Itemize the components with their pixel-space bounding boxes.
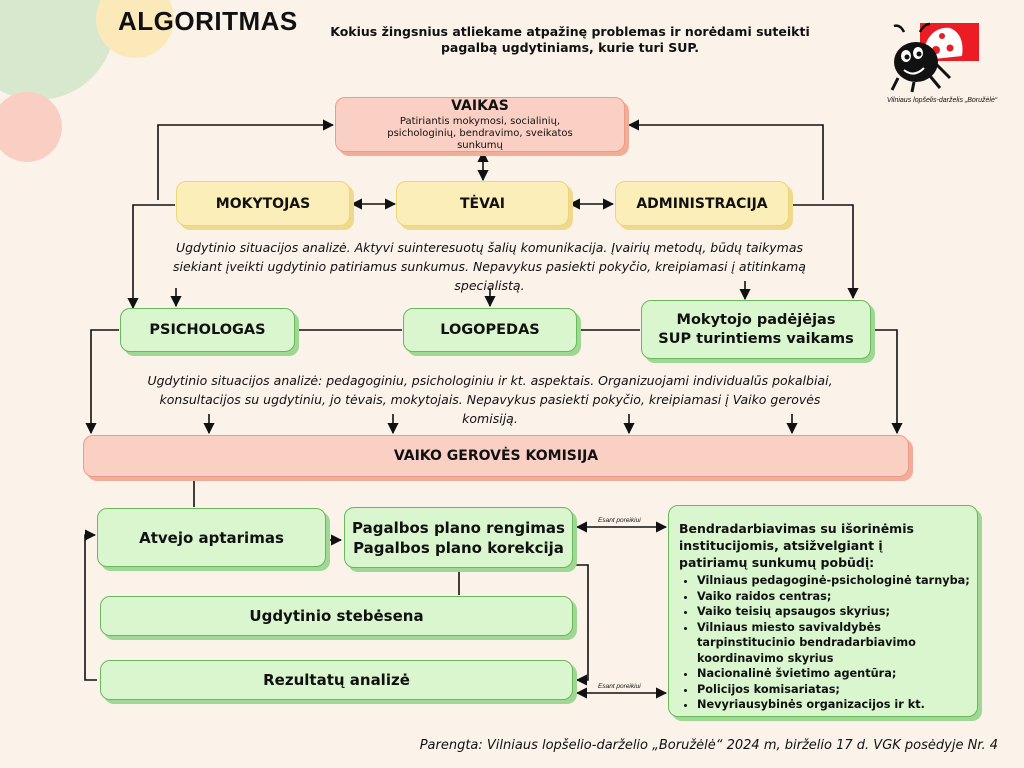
cooperation-lead: Bendradarbiavimas su išorinėmis instituc… bbox=[679, 521, 914, 570]
note-top: Esant poreikiui bbox=[598, 517, 641, 524]
node-vaikas-title: VAIKAS bbox=[451, 97, 509, 114]
node-komisija-title: VAIKO GEROVĖS KOMISIJA bbox=[393, 448, 599, 464]
cooperation-list: Vilniaus pedagoginė-psichologinė tarnyba… bbox=[679, 573, 971, 713]
node-mokytojas: MOKYTOJAS bbox=[176, 181, 350, 226]
note-bottom: Esant poreikiui bbox=[598, 683, 641, 690]
node-logopedas: LOGOPEDAS bbox=[403, 308, 577, 352]
footer-note: Parengta: Vilniaus lopšelio-darželio „Bo… bbox=[419, 738, 998, 753]
paragraph-first: Ugdytinio situacijos analizė. Aktyvi sui… bbox=[173, 240, 806, 293]
node-komisija: VAIKO GEROVĖS KOMISIJA bbox=[83, 435, 909, 477]
cooperation-item: Nevyriausybinės organizacijos ir kt. bbox=[697, 697, 971, 713]
node-psichologas: PSICHOLOGAS bbox=[120, 308, 295, 352]
node-vaikas: VAIKAS Patiriantis mokymosi, socialinių,… bbox=[335, 97, 625, 152]
node-plano: Pagalbos plano rengimas Pagalbos plano k… bbox=[344, 507, 573, 568]
cooperation-item: Vilniaus miesto savivaldybės tarpinstitu… bbox=[697, 620, 971, 667]
node-vaikas-subtitle: Patiriantis mokymosi, socialinių, psicho… bbox=[387, 115, 573, 151]
page-title: ALGORITMAS bbox=[118, 6, 298, 36]
cooperation-item: Nacionalinė švietimo agentūra; bbox=[697, 666, 971, 682]
page-subtitle: Kokius žingsnius atliekame atpažinę prob… bbox=[330, 24, 810, 55]
paragraph-second: Ugdytinio situacijos analizė: pedagogini… bbox=[147, 373, 833, 426]
cooperation-item: Vaiko raidos centras; bbox=[697, 589, 971, 605]
logo-caption: Vilniaus lopšelis-darželis „Boružėlė“ bbox=[886, 97, 998, 104]
node-plano-korekcija: Pagalbos plano korekcija bbox=[353, 538, 564, 557]
node-tevai: TĖVAI bbox=[396, 181, 569, 226]
node-cooperation: Bendradarbiavimas su išorinėmis instituc… bbox=[668, 505, 978, 717]
node-stebesena: Ugdytinio stebėsena bbox=[100, 596, 573, 636]
node-aptarimas: Atvejo aptarimas bbox=[97, 508, 326, 567]
cooperation-item: Policijos komisariatas; bbox=[697, 682, 971, 698]
node-analize: Rezultatų analizė bbox=[100, 660, 573, 700]
node-administracija: ADMINISTRACIJA bbox=[615, 181, 789, 226]
node-plano-rengimas: Pagalbos plano rengimas bbox=[352, 518, 565, 537]
node-padejejas: Mokytojo padėjėjas SUP turintiems vaikam… bbox=[641, 300, 871, 359]
cooperation-item: Vaiko teisių apsaugos skyrius; bbox=[697, 604, 971, 620]
cooperation-item: Vilniaus pedagoginė-psichologinė tarnyba… bbox=[697, 573, 971, 589]
decor-circle-pink bbox=[0, 92, 62, 162]
ladybug-logo bbox=[884, 20, 984, 95]
